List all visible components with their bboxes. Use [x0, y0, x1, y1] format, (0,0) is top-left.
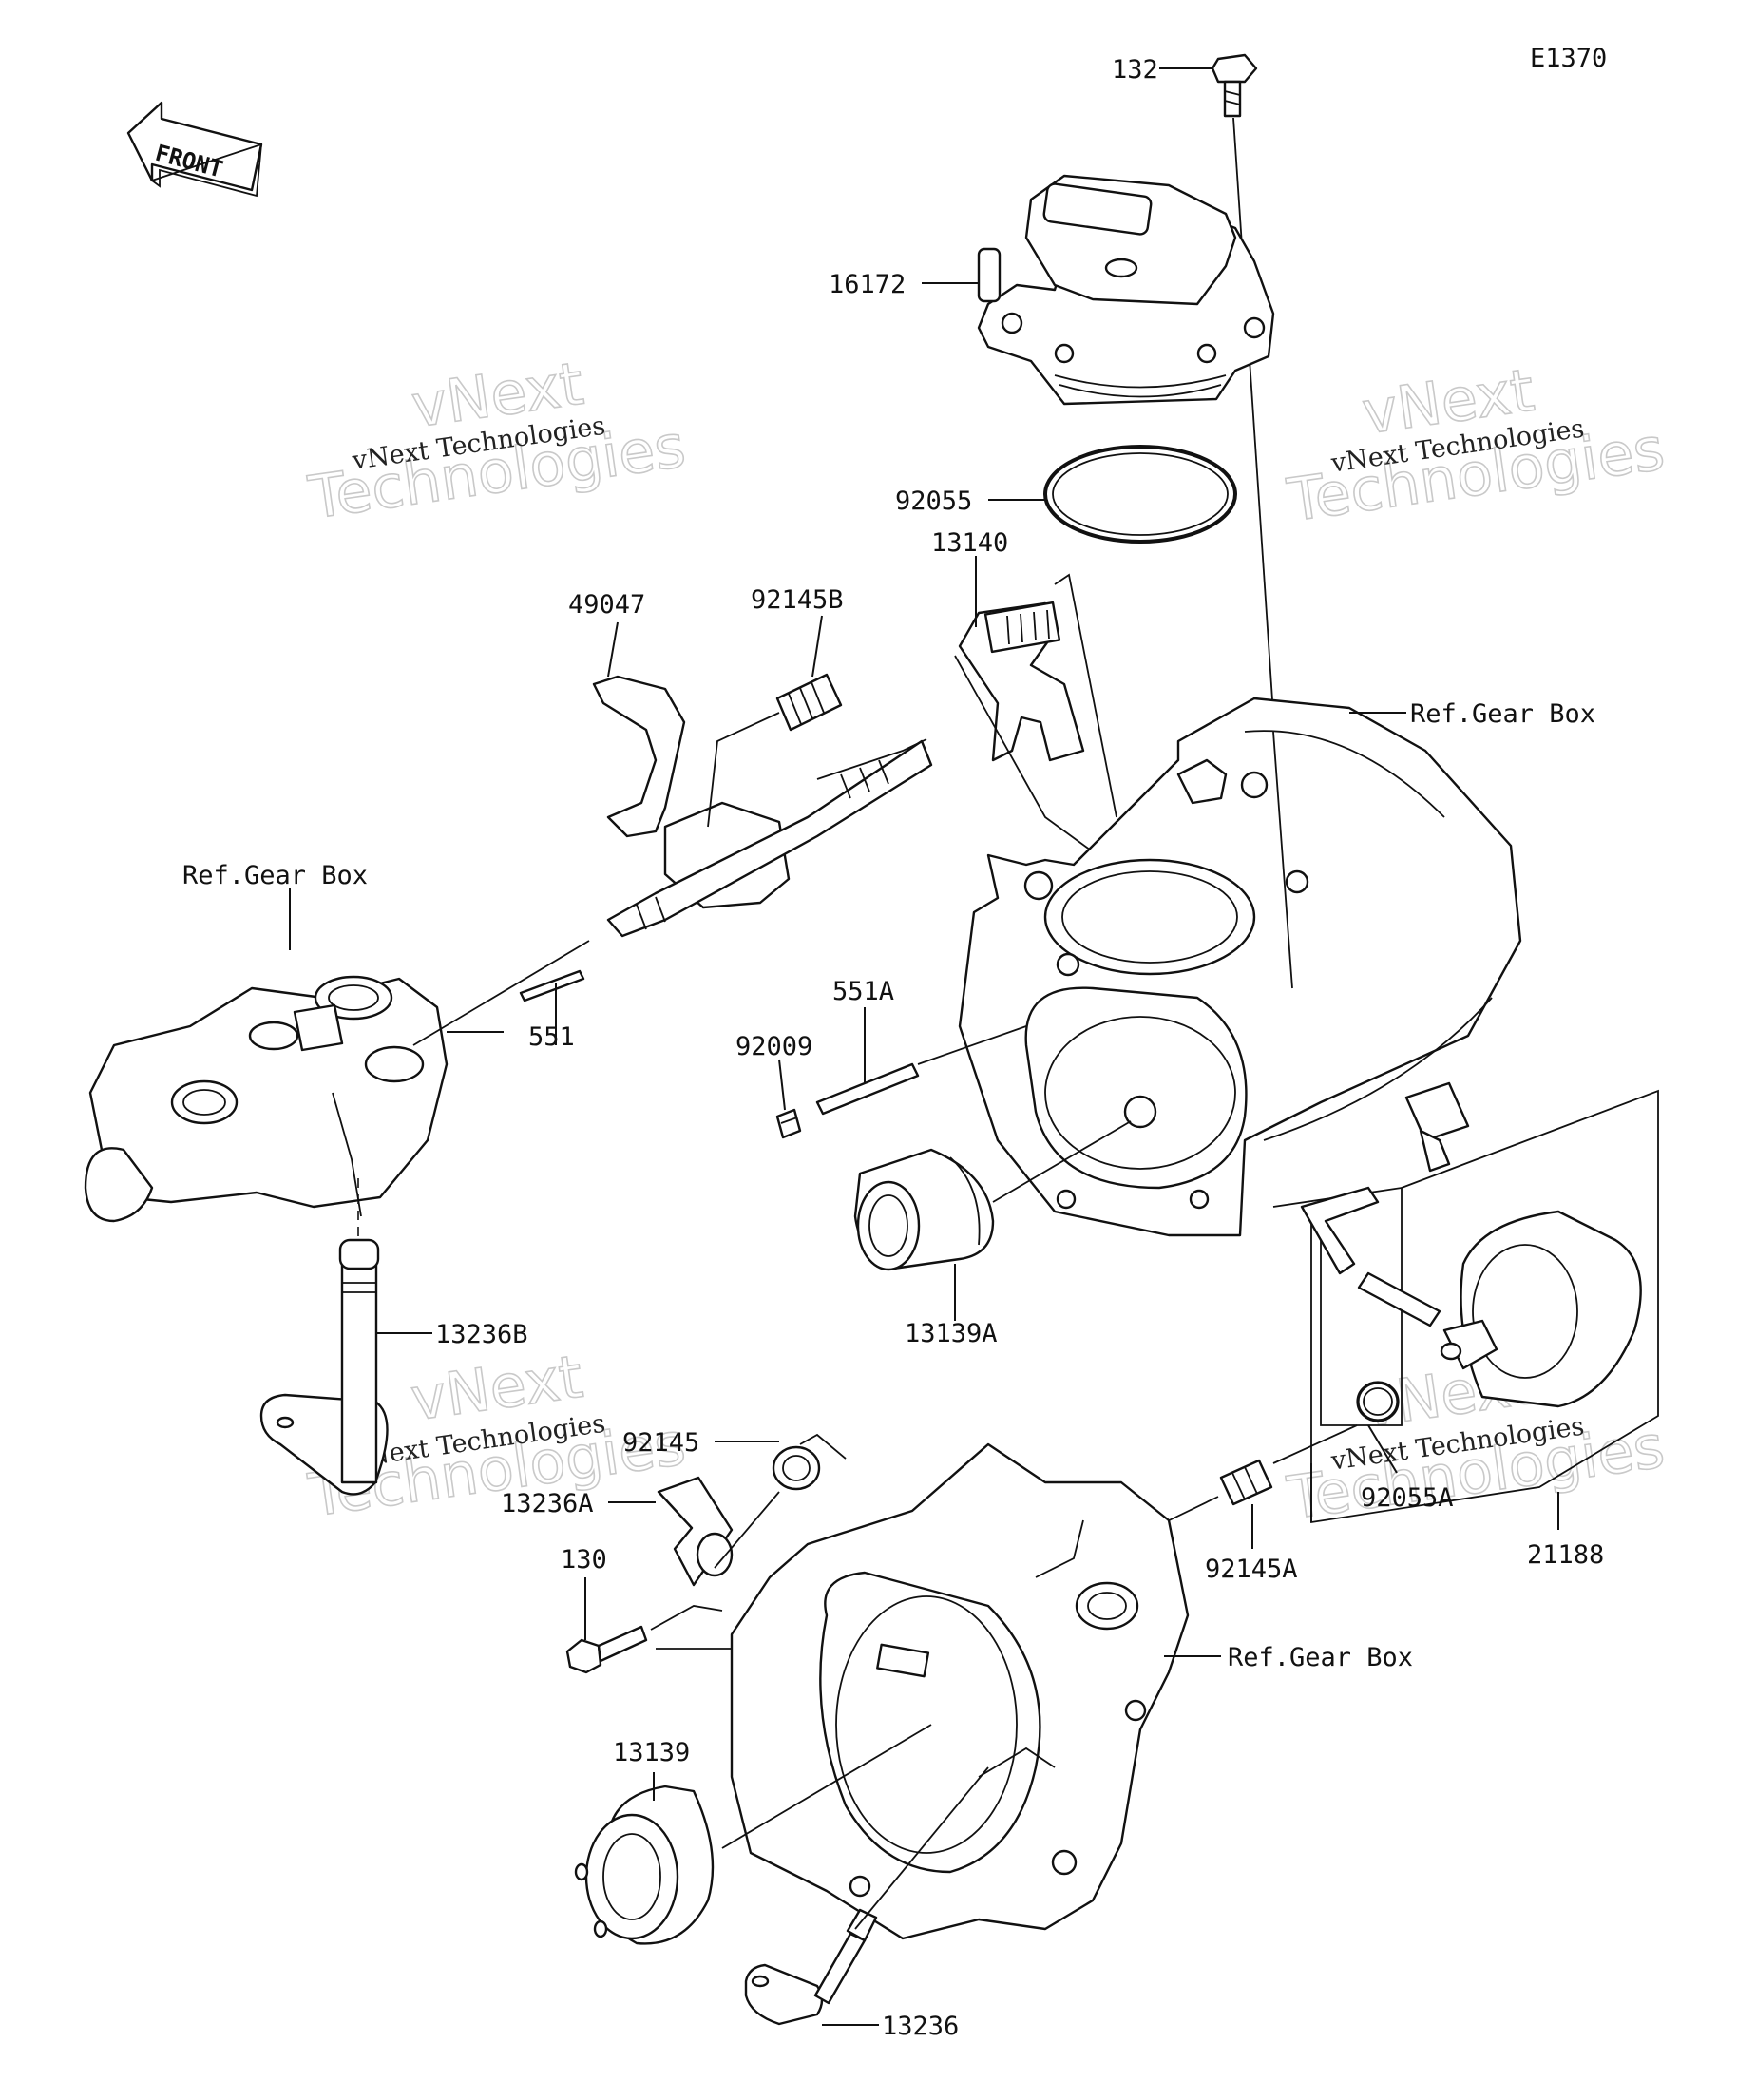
- sleeve-13139A: [853, 1148, 995, 1271]
- coupler-13139: [574, 1785, 715, 1945]
- callout-49047: 49047: [568, 590, 645, 620]
- callout-16172: 16172: [829, 270, 906, 299]
- callout-92055A: 92055A: [1361, 1483, 1454, 1513]
- spring-92145B: [775, 673, 843, 732]
- gear-box-main: [958, 697, 1522, 1237]
- gear-box-lower: [730, 1442, 1190, 1940]
- callout-13236: 13236: [882, 2012, 959, 2041]
- callout-92055: 92055: [895, 487, 972, 516]
- callout-13139: 13139: [613, 1738, 690, 1767]
- callout-130: 130: [561, 1545, 607, 1575]
- shift-fork-49047: [592, 675, 933, 938]
- callout-13236A: 13236A: [501, 1489, 594, 1518]
- spring-92145: [772, 1433, 847, 1491]
- set-screw-92009: [775, 1108, 802, 1139]
- callout-13139A: 13139A: [905, 1319, 998, 1348]
- callout-92009: 92009: [735, 1032, 812, 1061]
- callout-132: 132: [1112, 55, 1158, 85]
- sensor-kit-21188: [1272, 1081, 1659, 1524]
- bolt-132: [1211, 53, 1258, 118]
- callout-92145B: 92145B: [751, 585, 844, 615]
- callout-ref-gear-box-bottom: Ref.Gear Box: [1228, 1643, 1413, 1672]
- callout-551: 551: [528, 1022, 575, 1052]
- callout-ref-gear-box-left: Ref.Gear Box: [182, 861, 368, 890]
- callout-21188: 21188: [1527, 1540, 1604, 1570]
- shaft-13236B: [259, 1238, 389, 1496]
- spring-92145A: [1219, 1459, 1273, 1506]
- front-arrow-icon: FRONT: [126, 101, 263, 198]
- pin-551A: [815, 1062, 920, 1116]
- watermark-top-right: vNext Technologies vNext Technologies: [1282, 354, 1669, 536]
- callout-ref-gear-box-top: Ref.Gear Box: [1410, 699, 1595, 729]
- shaft-13236: [744, 1908, 878, 2026]
- gear-box-left: [84, 975, 449, 1223]
- pin-551: [519, 969, 585, 1002]
- lever-13236A: [657, 1476, 734, 1587]
- watermark-top-left: vNext Technologies vNext Technologies: [303, 348, 690, 533]
- callout-92145A: 92145A: [1205, 1555, 1298, 1584]
- actuator-16172: [977, 174, 1275, 406]
- o-ring-92055: [1043, 445, 1237, 544]
- shift-fork-13140: [958, 601, 1085, 762]
- bolt-130: [565, 1625, 648, 1674]
- callout-551A: 551A: [832, 977, 894, 1006]
- callout-13236B: 13236B: [435, 1320, 528, 1349]
- diagram-code: E1370: [1530, 44, 1607, 73]
- callout-92145: 92145: [622, 1428, 699, 1458]
- callout-13140: 13140: [931, 528, 1008, 558]
